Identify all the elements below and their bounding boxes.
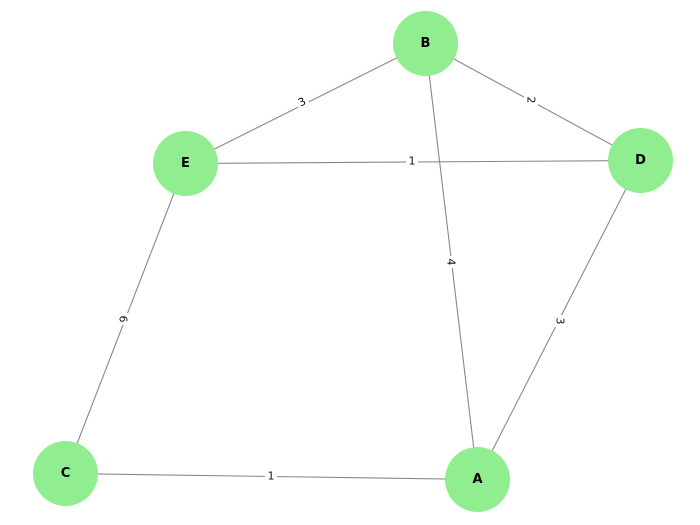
edge-weight-label-backdrop [524,94,538,106]
edge-weight-label-backdrop [265,469,277,483]
edge-weight-value: 4 [445,259,458,266]
graph-node-label-c: C [61,466,71,481]
edge-weight-label-e-c: 6 [116,313,130,325]
graph-node-b[interactable]: B [393,11,458,76]
edge-weight-value: 1 [268,470,275,483]
graph-node-a[interactable]: A [445,447,510,512]
graph-node-circle-d[interactable] [608,128,673,193]
edge-weight-label-backdrop [444,256,458,268]
edge-weight-label-b-e: 3 [293,93,311,111]
graph-node-label-a: A [472,472,482,487]
edge-weight-value: 3 [554,318,567,325]
edge-weight-value: 6 [117,316,130,323]
nodes-layer: A B C D E [33,11,673,512]
graph-node-e[interactable]: E [153,131,218,196]
edge-weight-label-c-a: 1 [265,469,277,483]
edge-weight-label-backdrop [406,154,418,168]
edge-weight-label-e-d: 1 [406,154,418,168]
edges-layer [64,43,641,481]
edge-weight-label-backdrop [293,93,311,111]
graph-node-label-b: B [421,36,431,51]
graph-node-label-e: E [181,156,190,171]
edge-weight-label-d-a: 3 [553,315,567,327]
edge-labels-layer: 3 2 1 4 3 6 1 [116,93,567,483]
edge-weight-label-backdrop [116,313,130,325]
edge-weight-label-b-a: 4 [444,256,458,268]
graph-node-d[interactable]: D [608,128,673,193]
graph-node-circle-e[interactable] [153,131,218,196]
edge-weight-value: 1 [409,155,416,168]
graph-node-circle-b[interactable] [393,11,458,76]
edge-weight-label-b-d: 2 [524,94,538,106]
edge-weight-value: 2 [525,97,538,104]
graph-node-c[interactable]: C [33,441,98,506]
graph-node-label-d: D [635,153,646,168]
edge-weight-label-backdrop [553,315,567,327]
graph-node-circle-c[interactable] [33,441,98,506]
graph-node-circle-a[interactable] [445,447,510,512]
